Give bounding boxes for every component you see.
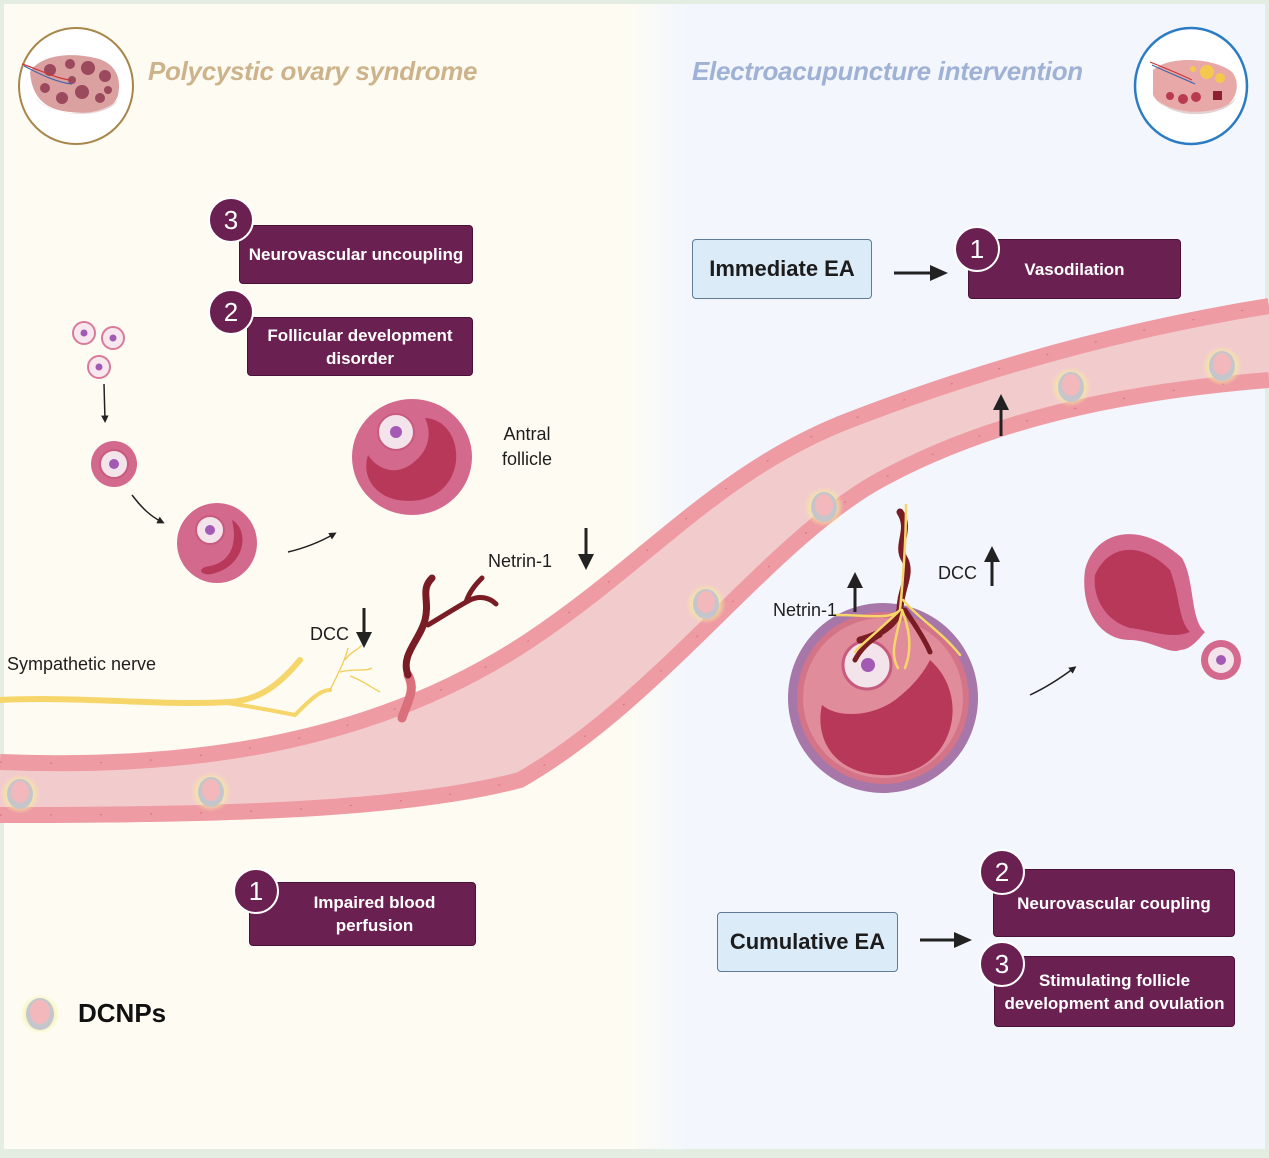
outcome-impaired-blood-perfusion: Impaired blood perfusion: [249, 882, 476, 946]
sympathetic-nerve-label: Sympathetic nerve: [7, 654, 157, 674]
outcome-label: Impaired blood perfusion: [313, 893, 436, 935]
ruptured-follicle: [1084, 534, 1205, 652]
outcome-neurovascular-coupling: Neurovascular coupling: [993, 869, 1235, 937]
outcome-number-badge: 3: [208, 197, 254, 243]
secondary-follicle: [177, 503, 257, 583]
outcome-follicle-development-ovulation: Stimulating follicle development and ovu…: [994, 956, 1235, 1027]
dcnp-particles: [0, 346, 1242, 814]
outcome-number-badge: 2: [208, 289, 254, 335]
released-oocyte: [1201, 640, 1241, 680]
left-panel-title: Polycystic ovary syndrome: [148, 56, 478, 86]
right-panel-title: Electroacupuncture intervention: [692, 56, 1083, 86]
dcnp-particle: [1051, 367, 1091, 407]
dcc-label-right: DCC: [938, 563, 977, 583]
dcc-label-left: DCC: [310, 624, 349, 644]
outcome-vasodilation: Vasodilation: [968, 239, 1181, 299]
netrin-up-arrow: [847, 572, 863, 612]
outcome-label: Neurovascular uncoupling: [248, 245, 464, 264]
antral-follicle-label: Antral follicle: [501, 424, 553, 469]
outcome-number-badge: 1: [233, 868, 279, 914]
netrin-label-left: Netrin-1: [488, 551, 553, 571]
outcome-label: Neurovascular coupling: [1017, 893, 1211, 913]
cumulative-ea-box: Cumulative EA: [717, 912, 898, 972]
outcome-label: Follicular development disorder: [267, 325, 453, 368]
dcnp-particle: [1202, 346, 1242, 386]
outcome-number-badge: 3: [979, 941, 1025, 987]
legend-dcnps-label: DCNPs: [78, 998, 167, 1028]
netrin-label-right: Netrin-1: [773, 600, 838, 620]
dcnp-particle: [191, 772, 231, 812]
polycystic-ovary-icon: [18, 27, 134, 145]
immediate-ea-box: Immediate EA: [692, 239, 872, 299]
outcome-number-badge: 1: [954, 226, 1000, 272]
primary-follicle: [91, 441, 137, 487]
dcnp-particle: [686, 584, 726, 624]
netrin-down-arrow: [578, 528, 594, 570]
ovulation-arrow: [1029, 666, 1077, 696]
antral-follicle: [352, 399, 472, 515]
outcome-number-badge: 2: [979, 849, 1025, 895]
blood-vessel: [0, 298, 1269, 823]
sympathetic-nerve: [0, 644, 381, 718]
cumulative-ea-arrow: [920, 932, 972, 948]
dcnp-particle: [804, 487, 844, 527]
dcnp-particle: [0, 774, 40, 814]
healthy-ovary-icon: [1133, 26, 1249, 146]
outcome-neurovascular-uncoupling: Neurovascular uncoupling: [239, 225, 473, 284]
progression-arrow: [287, 532, 337, 553]
preovulatory-follicle: [788, 603, 978, 793]
dcc-up-arrow: [984, 546, 1000, 586]
progression-arrow: [101, 383, 109, 423]
outcome-follicular-development-disorder: Follicular development disorder: [247, 317, 473, 376]
innervating-vessel-and-nerve: [833, 503, 962, 670]
vessel-dilation-arrow: [993, 394, 1009, 436]
progression-arrow: [131, 494, 165, 524]
dcnp-particle-icon: [20, 994, 60, 1034]
outcome-label: Stimulating follicle development and ovu…: [1004, 970, 1225, 1013]
arteriole: [397, 574, 499, 723]
dcc-down-arrow: [356, 608, 372, 648]
primordial-follicles: [72, 321, 125, 379]
outcome-label: Vasodilation: [1024, 259, 1125, 279]
immediate-ea-arrow: [894, 265, 948, 281]
